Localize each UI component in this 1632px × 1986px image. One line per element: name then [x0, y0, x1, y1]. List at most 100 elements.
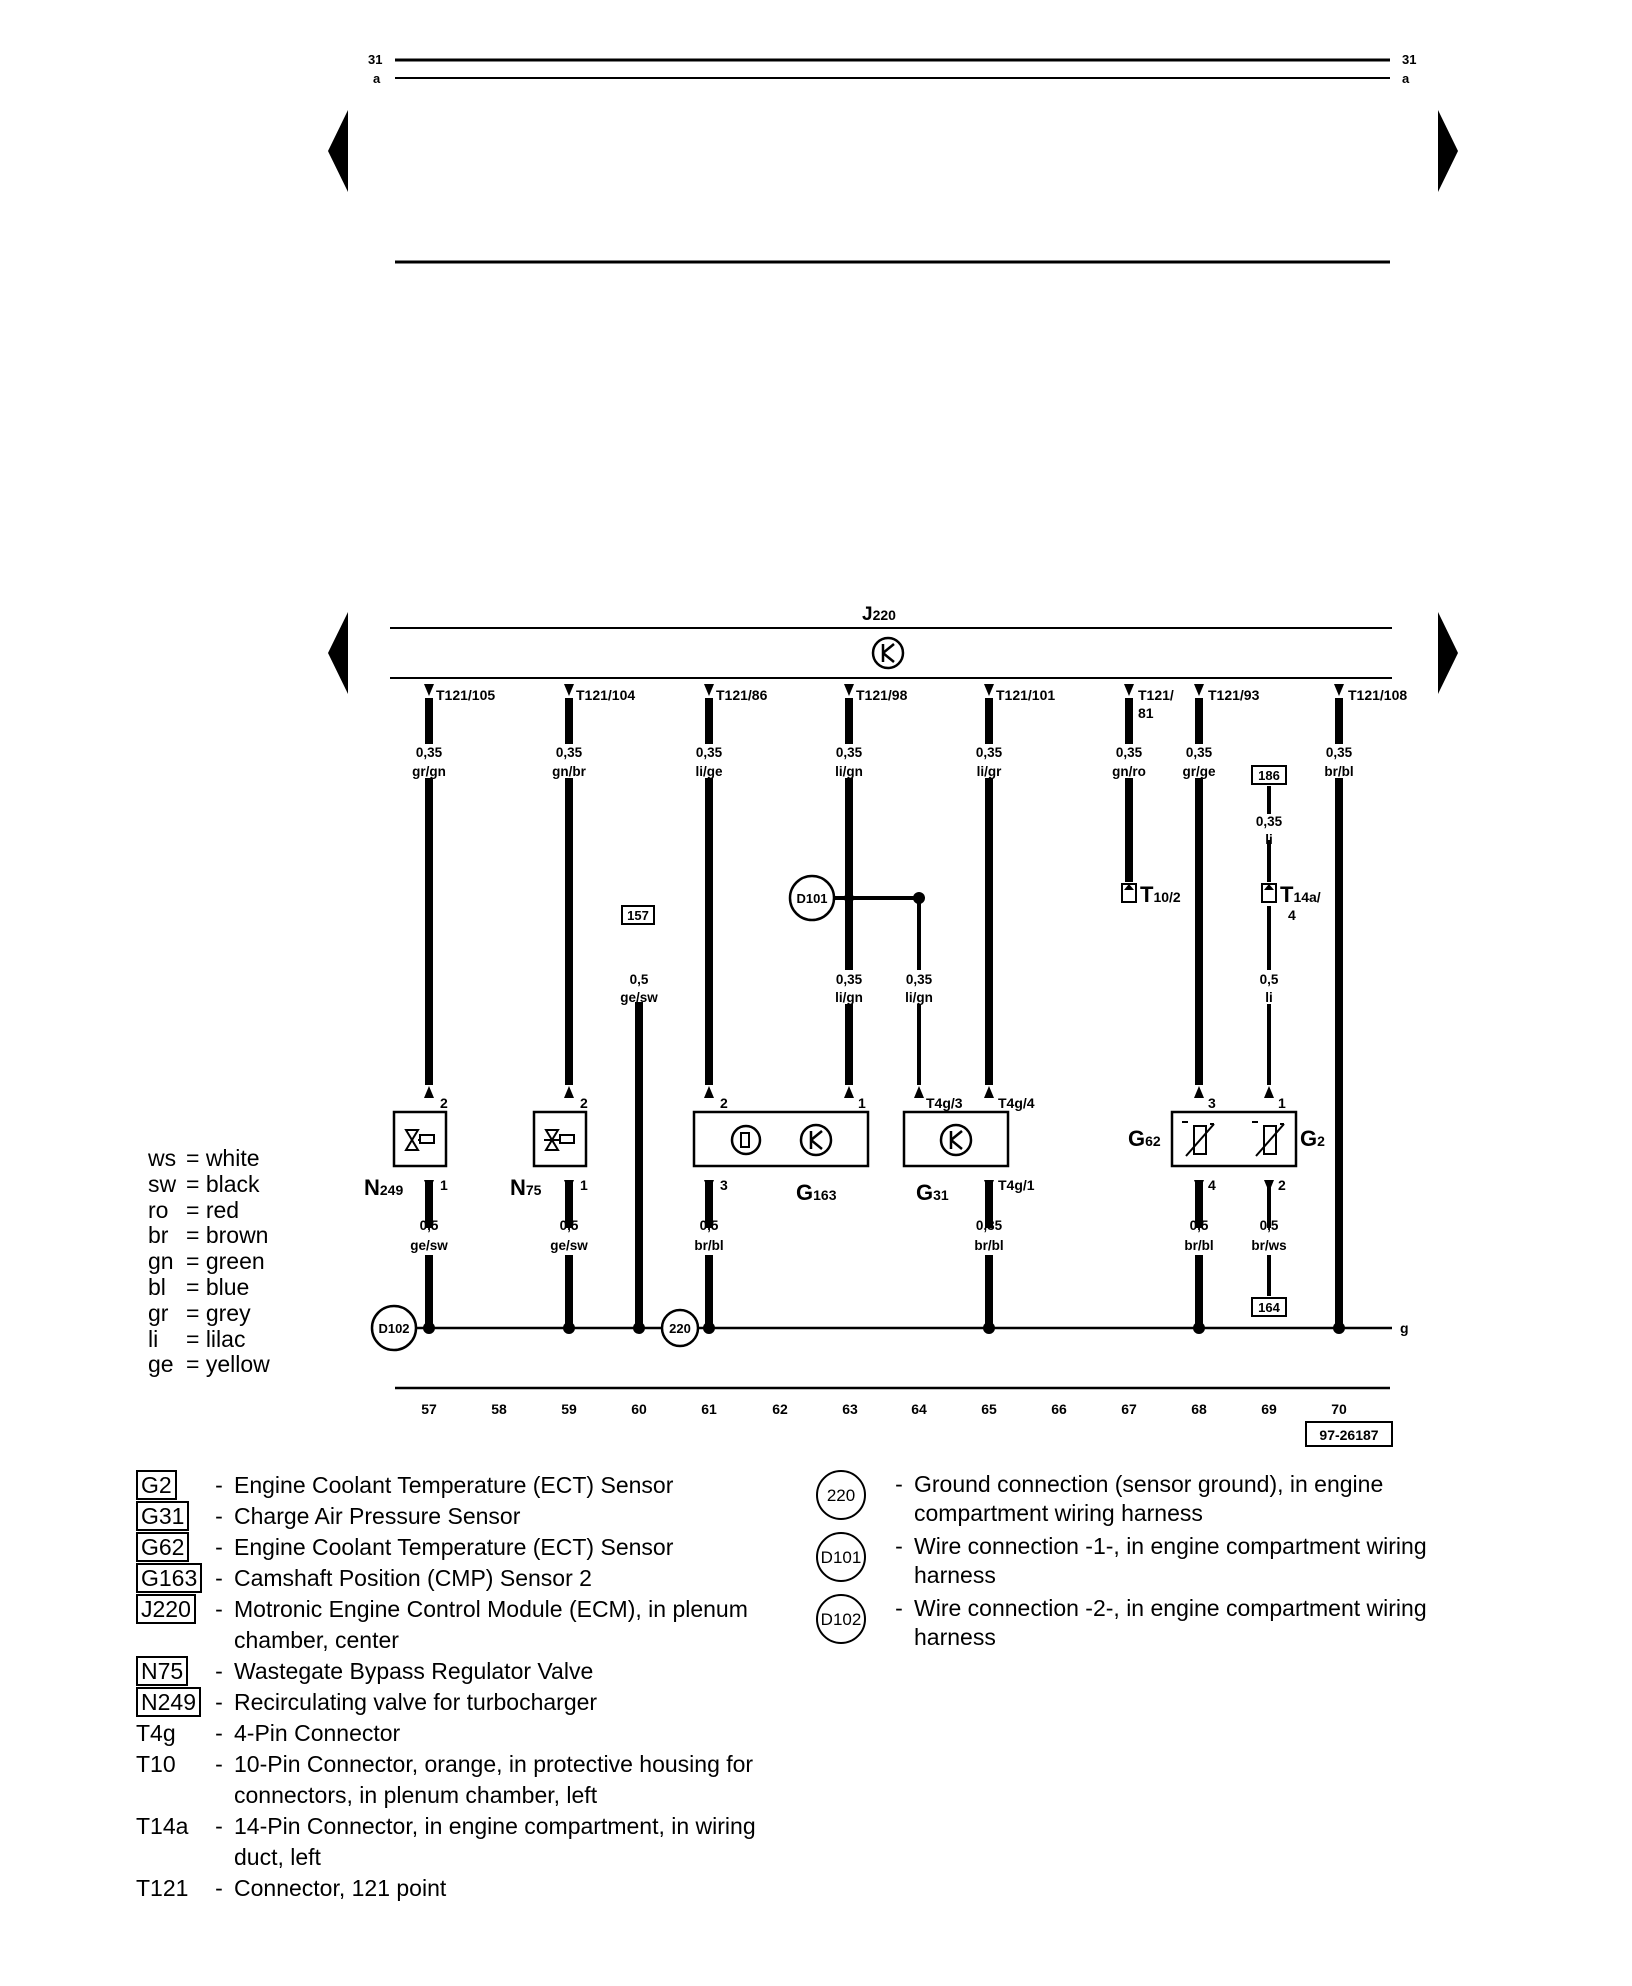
pin-arrows — [424, 1086, 1274, 1192]
svg-text:0,5: 0,5 — [560, 1218, 579, 1233]
svg-text:T4g/4: T4g/4 — [998, 1095, 1035, 1111]
legend-row: D102-Wire connection -2-, in engine comp… — [816, 1594, 1434, 1652]
legend-row: G31-Charge Air Pressure Sensor — [136, 1501, 794, 1532]
svg-text:li/ge: li/ge — [695, 764, 722, 779]
svg-text:0,35: 0,35 — [1256, 814, 1283, 829]
svg-text:G163: G163 — [796, 1180, 837, 1205]
svg-text:0,5: 0,5 — [630, 972, 649, 987]
svg-text:1: 1 — [858, 1095, 866, 1111]
component-g31: G31 — [902, 1110, 1010, 1205]
svg-text:0,35: 0,35 — [1186, 745, 1213, 760]
svg-text:59: 59 — [561, 1401, 577, 1417]
transistor-icon — [939, 1123, 973, 1157]
bus-31-right: 31 — [1402, 52, 1416, 67]
svg-text:68: 68 — [1191, 1401, 1207, 1417]
svg-text:0,5: 0,5 — [420, 1218, 439, 1233]
legend-row: T121-Connector, 121 point — [136, 1875, 447, 1901]
junction-d101 — [913, 892, 925, 904]
color-key-row: gn= green — [148, 1248, 265, 1275]
color-key-row: ge= yellow — [148, 1351, 270, 1378]
svg-text:2: 2 — [440, 1095, 448, 1111]
connection-legend: 220-Ground connection (sensor ground), i… — [816, 1470, 1434, 1656]
valve-icon — [544, 1129, 575, 1151]
next-page-arrow-icon[interactable] — [1438, 110, 1458, 192]
component-n75: N75 — [510, 1110, 588, 1200]
thin-wires — [834, 786, 1271, 1296]
svg-text:br/bl: br/bl — [1324, 764, 1353, 779]
terminal-t121-98: T121/98 — [856, 687, 908, 703]
legend-row: G2-Engine Coolant Temperature (ECT) Sens… — [136, 1470, 794, 1501]
svg-text:0,35: 0,35 — [836, 972, 863, 987]
color-key-row: br= brown — [148, 1222, 269, 1249]
svg-text:br/bl: br/bl — [694, 1238, 723, 1253]
svg-text:T4g/3: T4g/3 — [926, 1095, 963, 1111]
svg-text:67: 67 — [1121, 1401, 1137, 1417]
thermistor-icon — [1182, 1121, 1215, 1157]
prev-page-arrow-icon[interactable] — [328, 110, 348, 192]
terminal-arrows — [424, 684, 1344, 696]
svg-text:D101: D101 — [796, 891, 827, 906]
svg-text:1: 1 — [440, 1177, 448, 1193]
svg-text:65: 65 — [981, 1401, 997, 1417]
svg-text:li/gn: li/gn — [835, 764, 863, 779]
terminal-t121-101: T121/101 — [996, 687, 1055, 703]
component-g163: G163 — [692, 1110, 870, 1205]
svg-text:58: 58 — [491, 1401, 507, 1417]
svg-text:61: 61 — [701, 1401, 717, 1417]
svg-text:li: li — [1265, 990, 1273, 1005]
svg-text:0,35: 0,35 — [416, 745, 443, 760]
svg-text:gn/br: gn/br — [552, 764, 586, 779]
terminal-t121-81: T121/ — [1138, 687, 1174, 703]
svg-text:gr/gn: gr/gn — [412, 764, 446, 779]
svg-text:gn/ro: gn/ro — [1112, 764, 1146, 779]
legend-row: D101-Wire connection -1-, in engine comp… — [816, 1532, 1434, 1590]
color-key-row: ws= white — [148, 1145, 260, 1171]
svg-text:164: 164 — [1258, 1300, 1280, 1315]
terminal-t121-104: T121/104 — [576, 687, 635, 703]
next-page-arrow-icon-lower[interactable] — [1438, 612, 1458, 694]
svg-text:g: g — [1400, 1320, 1409, 1336]
svg-text:2: 2 — [720, 1095, 728, 1111]
legend-row: T10-10-Pin Connector, orange, in protect… — [136, 1751, 754, 1808]
prev-page-arrow-icon-lower[interactable] — [328, 612, 348, 694]
svg-text:2: 2 — [1278, 1177, 1286, 1193]
legend-row: J220-Motronic Engine Control Module (ECM… — [136, 1594, 794, 1656]
j220-code: J — [862, 604, 873, 625]
ref-box-186: 186 — [1251, 765, 1287, 785]
bus-a-right: a — [1402, 71, 1410, 86]
svg-text:1: 1 — [1278, 1095, 1286, 1111]
svg-text:0,35: 0,35 — [906, 972, 933, 987]
svg-text:60: 60 — [631, 1401, 647, 1417]
svg-text:220: 220 — [669, 1321, 691, 1336]
svg-text:br/bl: br/bl — [1184, 1238, 1213, 1253]
svg-text:0,35: 0,35 — [1116, 745, 1143, 760]
legend-row: N249-Recirculating valve for turbocharge… — [136, 1687, 794, 1718]
svg-text:70: 70 — [1331, 1401, 1347, 1417]
legend-row: G163-Camshaft Position (CMP) Sensor 2 — [136, 1563, 794, 1594]
svg-text:66: 66 — [1051, 1401, 1067, 1417]
svg-text:0,35: 0,35 — [1326, 745, 1353, 760]
svg-text:157: 157 — [627, 908, 649, 923]
svg-text:69: 69 — [1261, 1401, 1277, 1417]
svg-text:li/gr: li/gr — [977, 764, 1002, 779]
svg-text:ge/sw: ge/sw — [410, 1238, 448, 1253]
svg-text:0,5: 0,5 — [1260, 972, 1279, 987]
svg-text:0,5: 0,5 — [1190, 1218, 1209, 1233]
svg-text:3: 3 — [720, 1177, 728, 1193]
svg-text:64: 64 — [911, 1401, 927, 1417]
svg-text:N249: N249 — [364, 1175, 403, 1200]
svg-text:T10/2: T10/2 — [1140, 882, 1181, 907]
terminal-labels: T121/105 T121/104 T121/86 T121/98 T121/1… — [436, 687, 1407, 721]
pin-labels: 2 1 2 1 2 1 3 T4g/3 T4g/4 T4g/1 3 4 1 2 — [440, 1095, 1286, 1193]
ref-box-164: 164 — [1251, 1297, 1287, 1317]
legend-row: 220-Ground connection (sensor ground), i… — [816, 1470, 1434, 1528]
track-numbers: 57 58 59 60 61 62 63 64 65 66 67 68 69 7… — [395, 1386, 1393, 1447]
svg-text:br/ws: br/ws — [1251, 1238, 1286, 1253]
color-key: ws= white sw= black ro= red br= brown gn… — [148, 1145, 270, 1378]
bus-a-left: a — [373, 71, 381, 86]
svg-text:3: 3 — [1208, 1095, 1216, 1111]
component-n249: N249 — [364, 1110, 448, 1200]
component-legend: G2-Engine Coolant Temperature (ECT) Sens… — [136, 1470, 794, 1904]
ecm-module-j220: J220 — [390, 604, 1392, 679]
